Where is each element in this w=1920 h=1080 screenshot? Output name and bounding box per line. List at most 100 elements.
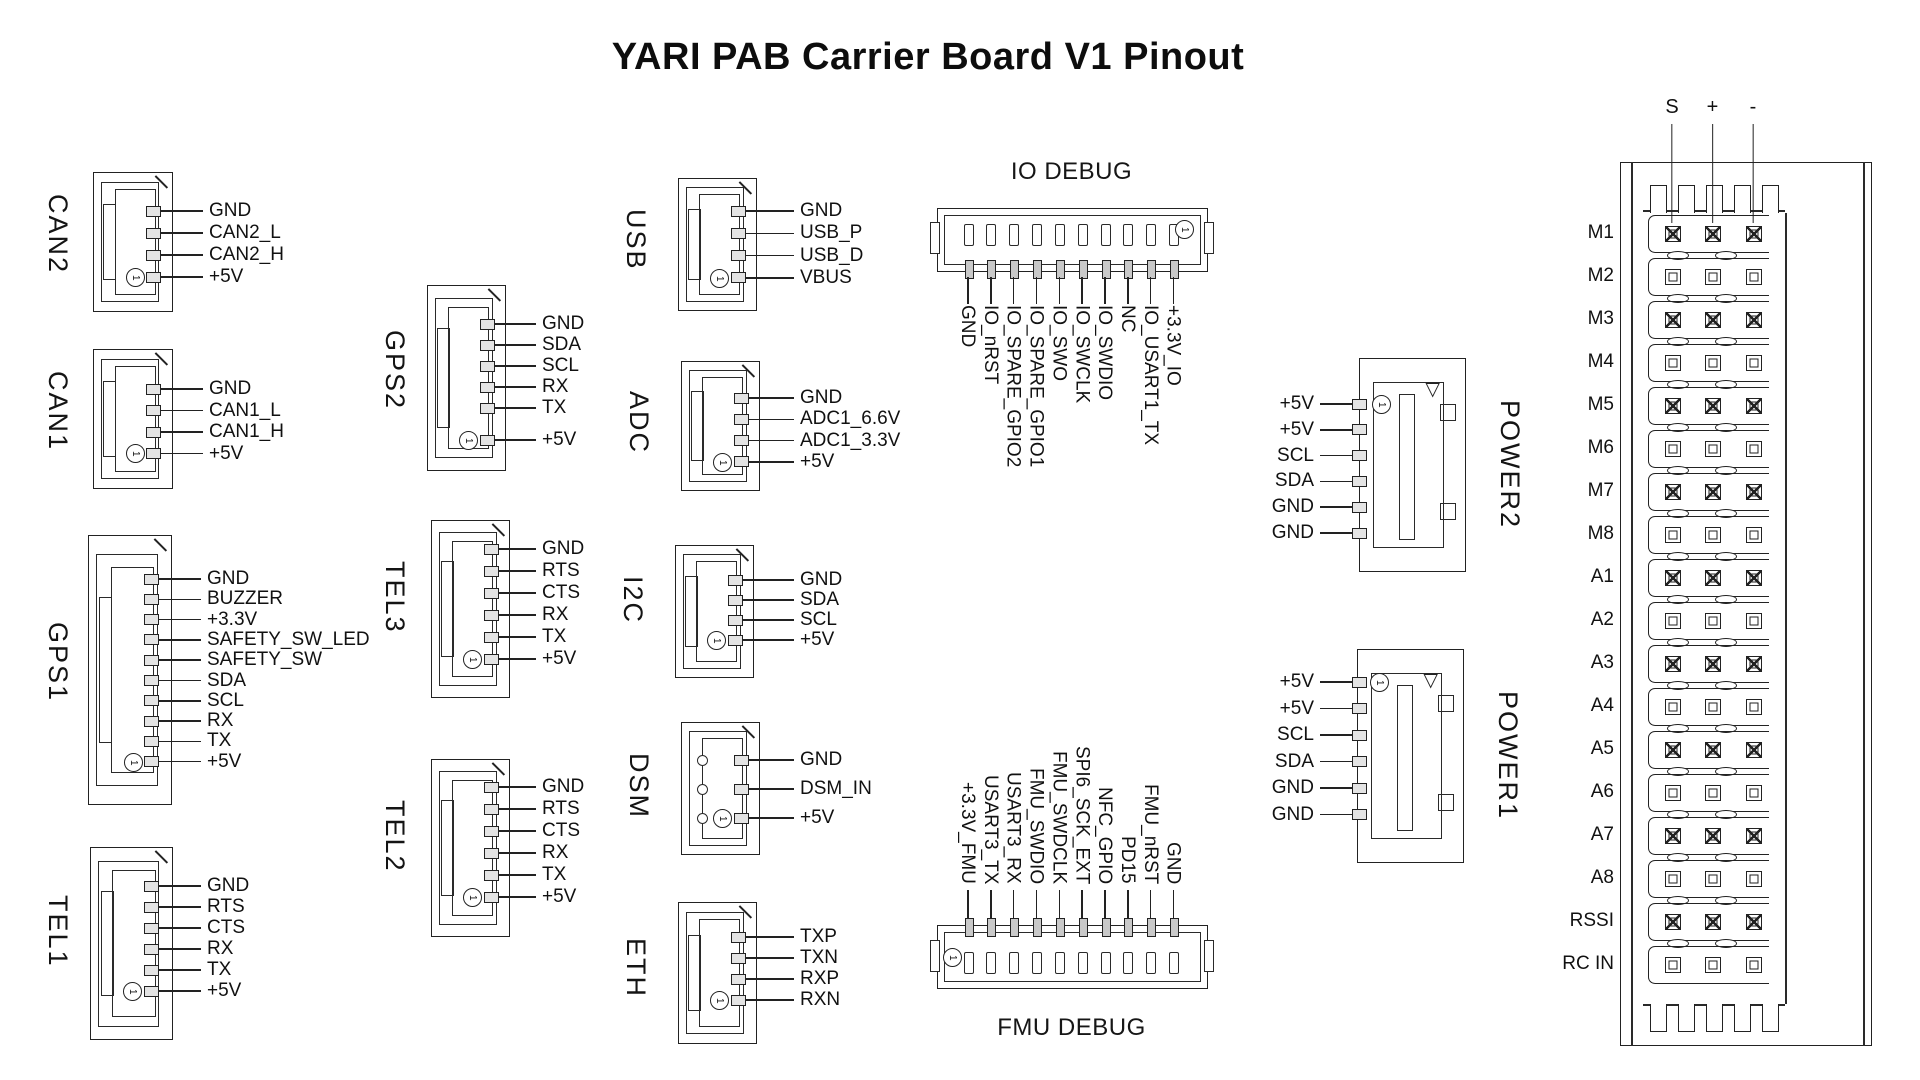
- pin-stub: [1352, 527, 1367, 539]
- servo-row-block: [1648, 516, 1769, 554]
- connector-label-i2c: I2C: [618, 576, 648, 625]
- pin-row: VBUS: [731, 267, 852, 289]
- leader-line: [1320, 454, 1352, 457]
- pin-row: SDA: [144, 670, 246, 692]
- pin1-marker: 1: [124, 753, 143, 772]
- pin-label: CAN1_H: [209, 421, 284, 442]
- pin-label: GND: [957, 305, 978, 348]
- pin-label: FMU_SWDIO: [1025, 767, 1047, 884]
- servo-row-label: A6: [1590, 781, 1614, 802]
- pin-label: GND: [1271, 496, 1314, 518]
- pin-row: SCL: [1242, 445, 1367, 467]
- pin-label: NFC_GPIO: [1094, 786, 1116, 884]
- leader-line: [495, 386, 536, 388]
- pin-label: SDA: [1274, 750, 1314, 772]
- pin-label: RTS: [542, 798, 580, 819]
- leader-line: [161, 254, 203, 256]
- debug-pin: USART3_TX: [980, 756, 1001, 989]
- leader-line: [746, 277, 794, 279]
- pin-label: BUZZER: [207, 588, 283, 610]
- leader-line: [1320, 506, 1352, 508]
- pin-row: CAN2_H: [146, 244, 284, 266]
- pin-label: GND: [209, 378, 252, 399]
- connector-label-power2: POWER2: [1495, 400, 1525, 530]
- servo-pin-plus: [1705, 398, 1721, 414]
- pin1-triangle-icon: ▽: [1425, 379, 1440, 400]
- pin-stub: [144, 654, 159, 666]
- leader-line: [1081, 277, 1083, 304]
- leader-line: [1058, 277, 1061, 304]
- servo-pin-minus: [1746, 269, 1762, 285]
- connector-eth: [678, 902, 757, 1044]
- pin-row: +5V: [728, 629, 834, 651]
- pin-stub: [480, 360, 495, 372]
- pin-row: GND: [1242, 522, 1367, 544]
- servo-row-block: [1648, 688, 1769, 726]
- connector-label-can1: CAN1: [43, 371, 73, 452]
- servo-pin-plus: [1705, 699, 1721, 715]
- pin-row: TXP: [731, 926, 837, 948]
- pin-stub: [1033, 260, 1043, 279]
- leader-line: [749, 817, 794, 819]
- pin-row: GND: [734, 387, 842, 409]
- leader-line: [159, 885, 201, 887]
- leader-line: [749, 439, 794, 442]
- rail-edge-line: [1863, 162, 1865, 1046]
- pin-label: TX: [207, 730, 232, 752]
- servo-row-label: A4: [1590, 695, 1614, 716]
- pin-row: +5V: [484, 886, 576, 908]
- pin-slot: [1146, 224, 1157, 246]
- rail-tooth: [1678, 185, 1695, 213]
- pin-label: GND: [542, 538, 585, 559]
- pin-label: GND: [1271, 777, 1314, 798]
- leader-line: [1058, 890, 1061, 918]
- leader-line: [746, 232, 794, 235]
- pin-row: +5V: [1242, 698, 1367, 720]
- pin-row: TX: [144, 959, 231, 981]
- pin1-marker: 1: [1372, 395, 1391, 414]
- servo-pin-minus: [1746, 312, 1762, 328]
- pin-stub: [731, 973, 746, 985]
- connector-end-tab: [930, 222, 940, 254]
- connector-shroud: [101, 358, 160, 480]
- servo-pin-plus: [1705, 527, 1721, 543]
- connector-inner: [944, 215, 1201, 265]
- pin-slot: [1100, 952, 1111, 974]
- pin-stub: [144, 735, 159, 747]
- pin-label: TXN: [800, 947, 838, 968]
- pin-stub: [144, 695, 159, 707]
- pin-stub: [144, 922, 159, 934]
- leader-line: [746, 978, 794, 980]
- pin-stub: [1352, 398, 1367, 410]
- pin-slot: [1009, 224, 1020, 246]
- servo-pin-s: [1665, 570, 1681, 586]
- debug-pin: FMU_SWDIO: [1026, 756, 1047, 989]
- pin-row: GND: [146, 378, 251, 400]
- pin-label: RTS: [207, 896, 245, 917]
- pin-slot: [1100, 224, 1111, 246]
- pin-stub: [144, 985, 159, 997]
- servo-row-label: A1: [1590, 566, 1614, 587]
- connector-shroud: [438, 532, 497, 686]
- leader-line: [499, 874, 536, 876]
- pin-label: +5V: [209, 442, 244, 464]
- servo-row-block: [1648, 430, 1769, 468]
- servo-pin-minus: [1746, 914, 1762, 930]
- servo-row-block: [1648, 860, 1769, 898]
- servo-pin-plus: [1705, 269, 1721, 285]
- pin-stub: [1352, 703, 1367, 714]
- servo-pin-minus: [1746, 957, 1762, 973]
- servo-pin-s: [1665, 398, 1681, 414]
- leader-line: [161, 276, 203, 278]
- debug-pin: USART3_RX: [1003, 756, 1024, 989]
- connector-label-tel2: TEL2: [380, 800, 410, 873]
- connector-shroud: [685, 911, 744, 1035]
- debug-pin: IO_USART1_TX: [1140, 208, 1161, 445]
- leader-line: [743, 619, 794, 621]
- leader-line: [159, 740, 201, 743]
- dsm-contact-dot: [697, 784, 708, 795]
- servo-pin-minus: [1746, 785, 1762, 801]
- servo-row-block: [1648, 301, 1769, 339]
- pin-label: RTS: [542, 560, 580, 581]
